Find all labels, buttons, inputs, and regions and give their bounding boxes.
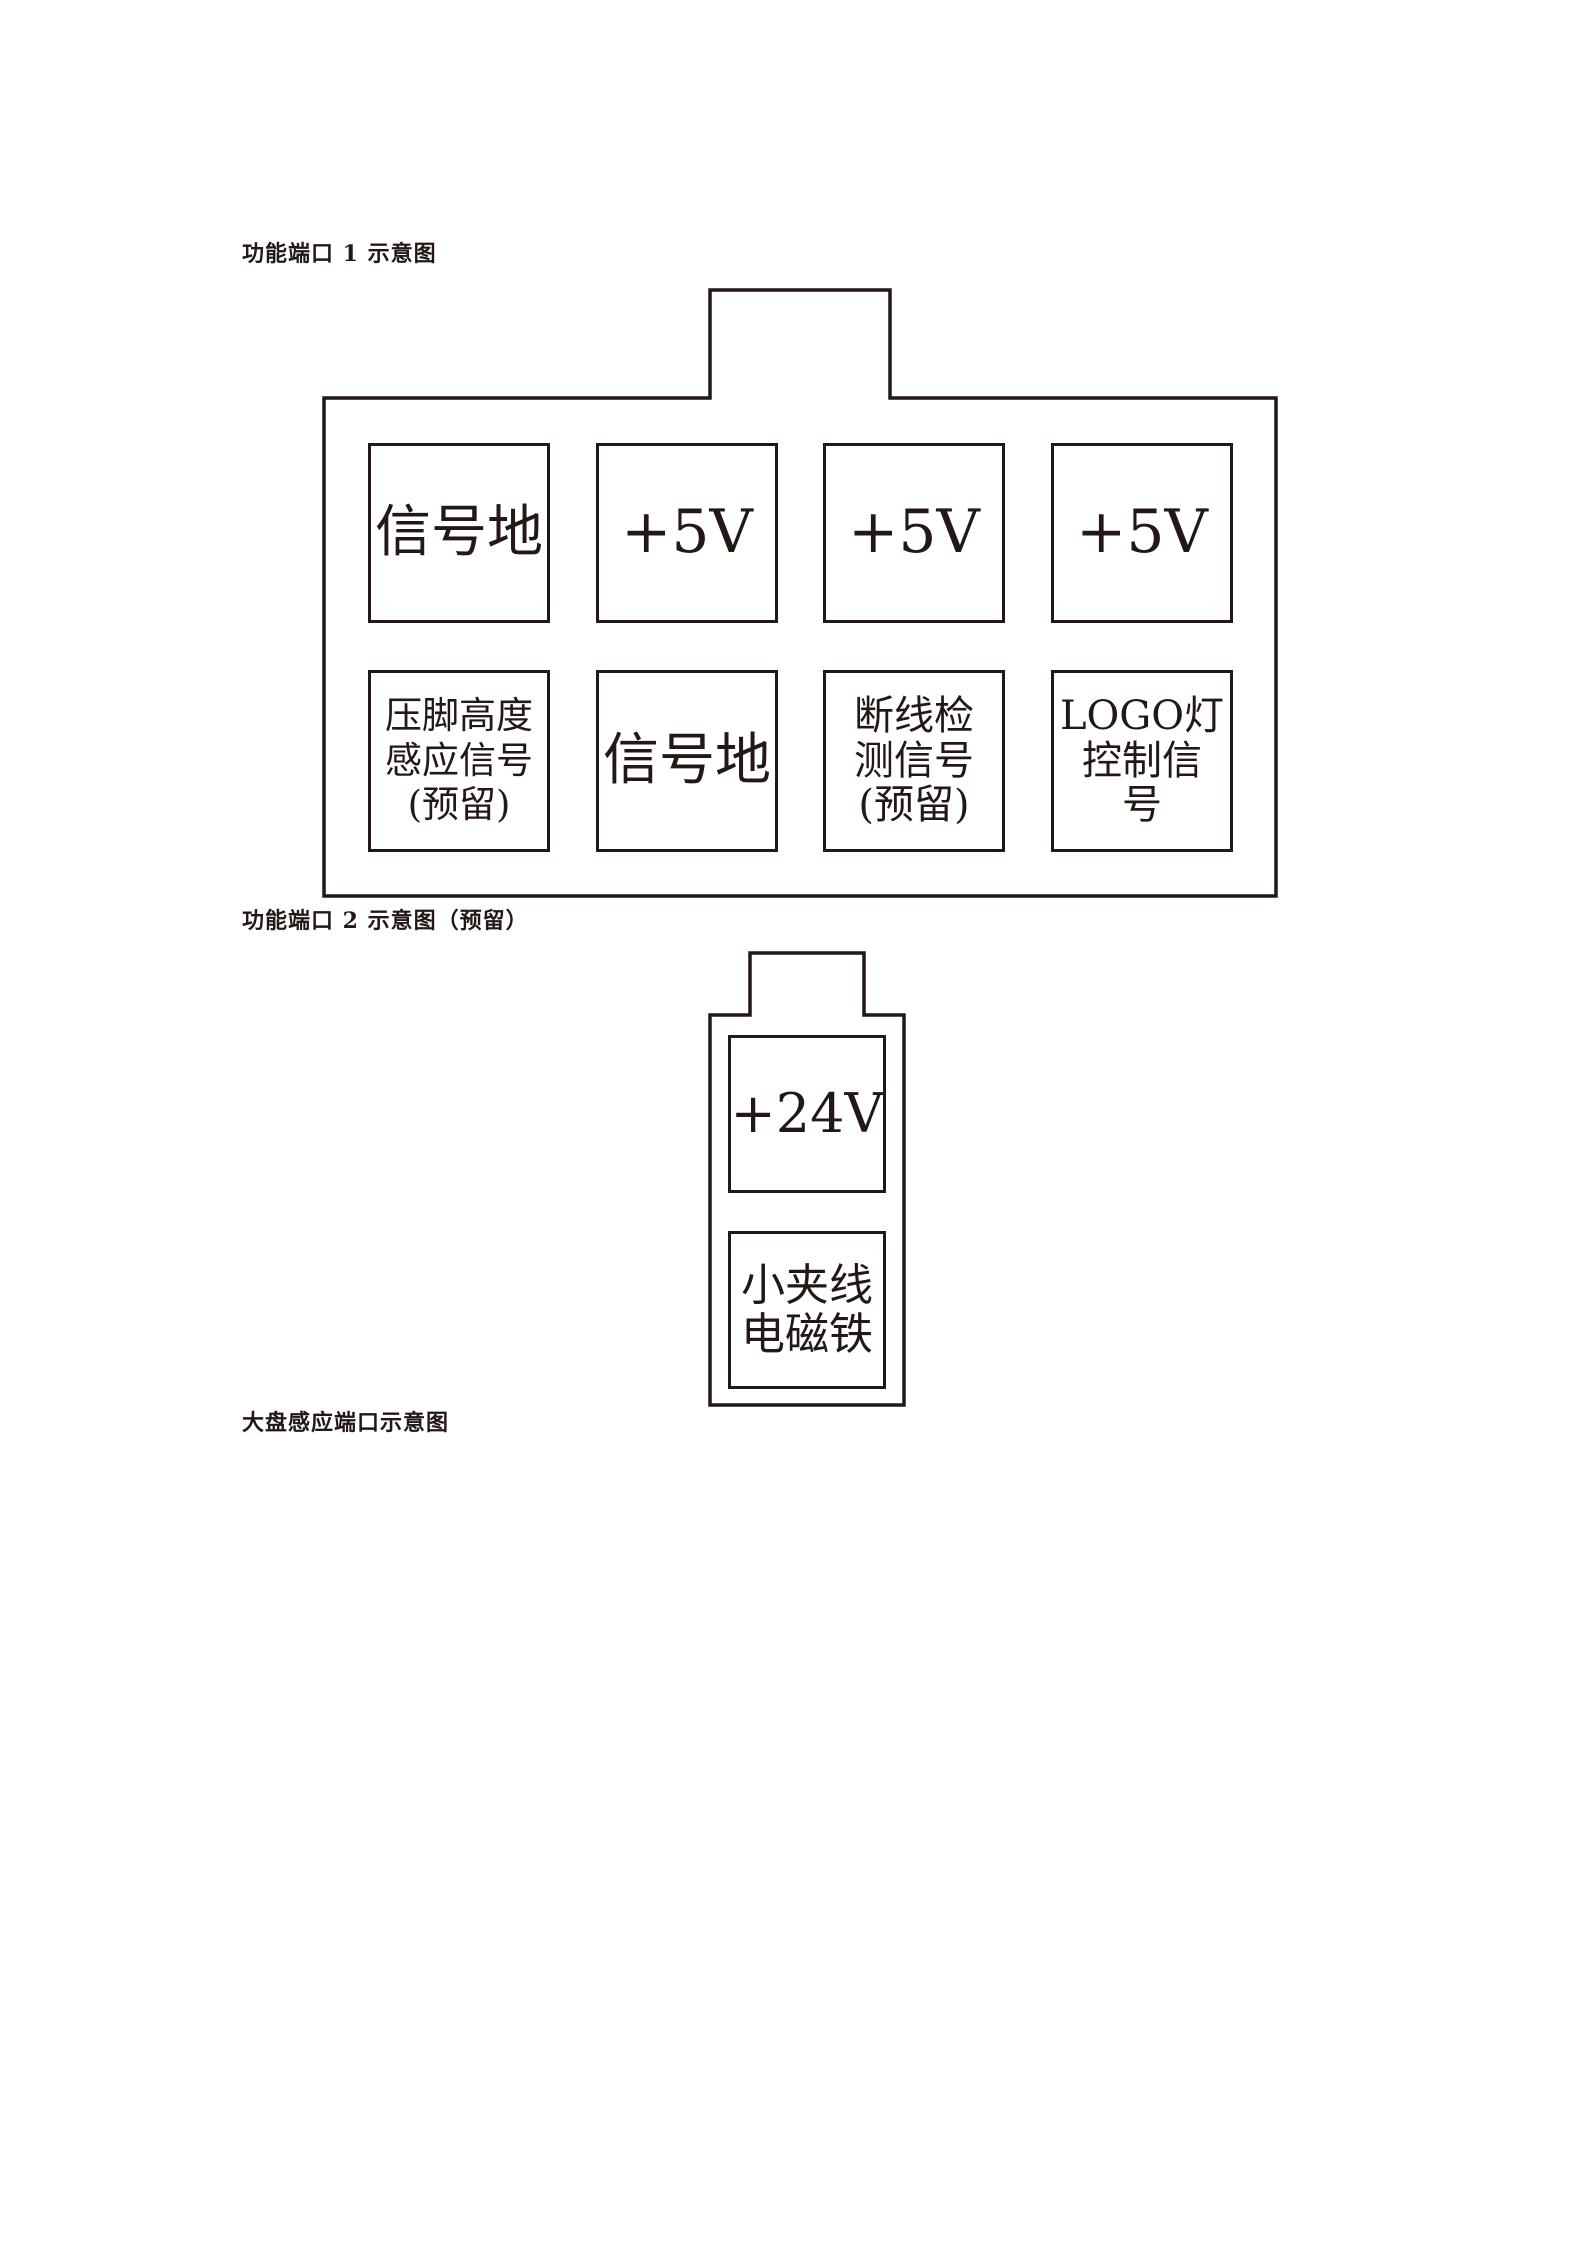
port2-pin-1: +24V xyxy=(728,1035,886,1193)
port1-pin-4-label: +5V xyxy=(1076,497,1208,568)
port1-pin-6: 信号地 xyxy=(596,670,778,852)
port1-pin-1: 信号地 xyxy=(368,443,550,623)
port1-pin-8-label: LOGO灯 控制信 号 xyxy=(1059,692,1225,829)
port1-pin-6-label: 信号地 xyxy=(603,727,771,793)
port1-pin-5-label: 压脚高度 感应信号 (预留) xyxy=(385,694,533,827)
port1-pin-2: +5V xyxy=(596,443,778,623)
port2-pin-2-label: 小夹线 电磁铁 xyxy=(741,1259,873,1360)
caption-port2: 功能端口 2 示意图（预留） xyxy=(242,908,529,934)
port1-pin-3: +5V xyxy=(823,443,1005,623)
port1-housing xyxy=(322,288,1278,898)
caption-port3: 大盘感应端口示意图 xyxy=(242,1410,450,1436)
port1-pin-1-label: 信号地 xyxy=(375,499,543,565)
port2-housing xyxy=(708,951,906,1407)
port1-pin-7: 断线检 测信号 (预留) xyxy=(823,670,1005,852)
port1-pin-5: 压脚高度 感应信号 (预留) xyxy=(368,670,550,852)
port2-pin-1-label: +24V xyxy=(730,1081,884,1145)
port1-pin-4: +5V xyxy=(1051,443,1233,623)
port2-pin-2: 小夹线 电磁铁 xyxy=(728,1231,886,1389)
port1-pin-2-label: +5V xyxy=(621,497,753,568)
caption-port1: 功能端口 1 示意图 xyxy=(242,241,437,267)
port1-pin-7-label: 断线检 测信号 (预留) xyxy=(854,692,974,829)
port1-pin-3-label: +5V xyxy=(848,497,980,568)
port1-pin-8: LOGO灯 控制信 号 xyxy=(1051,670,1233,852)
